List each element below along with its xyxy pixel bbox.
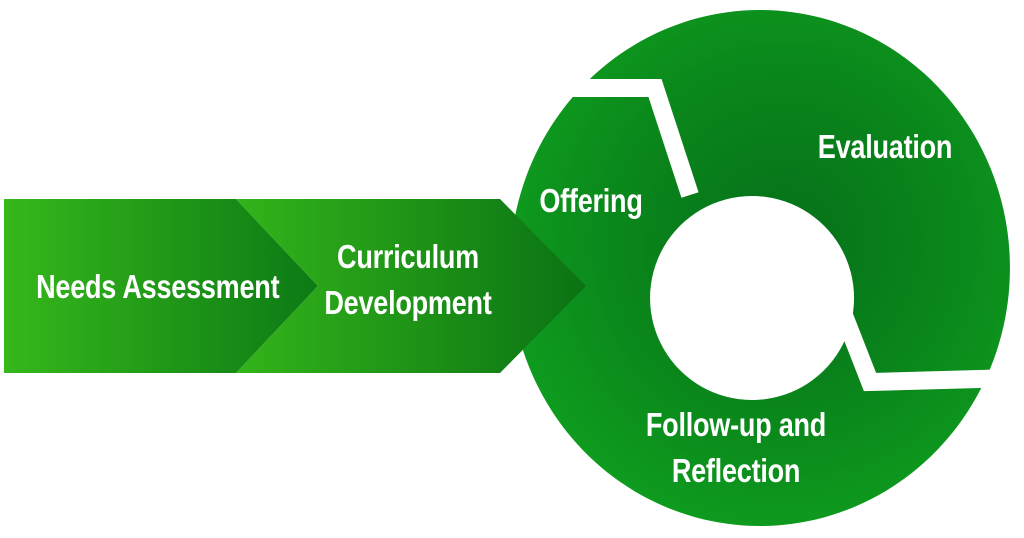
evaluation-label: Evaluation [807,124,963,170]
curriculum-development-chevron [236,199,586,373]
followup-reflection-label: Follow-up and Reflection [616,402,855,494]
curriculum-development-label: Curriculum Development [287,234,530,326]
needs-assessment-text: Needs Assessment [36,268,280,305]
ring-separator-right [829,296,1016,392]
offering-text: Offering [539,182,643,219]
offering-label: Offering [533,178,649,224]
evaluation-text: Evaluation [817,128,953,165]
cycle-ring [509,10,1010,526]
followup-line2: Reflection [671,452,801,489]
followup-line1: Follow-up and [645,406,827,443]
needs-assessment-chevron [4,199,318,373]
needs-assessment-label: Needs Assessment [36,264,280,310]
curriculum-line1: Curriculum [337,238,479,275]
curriculum-line2: Development [324,284,492,321]
ring-separator-top [520,79,699,198]
